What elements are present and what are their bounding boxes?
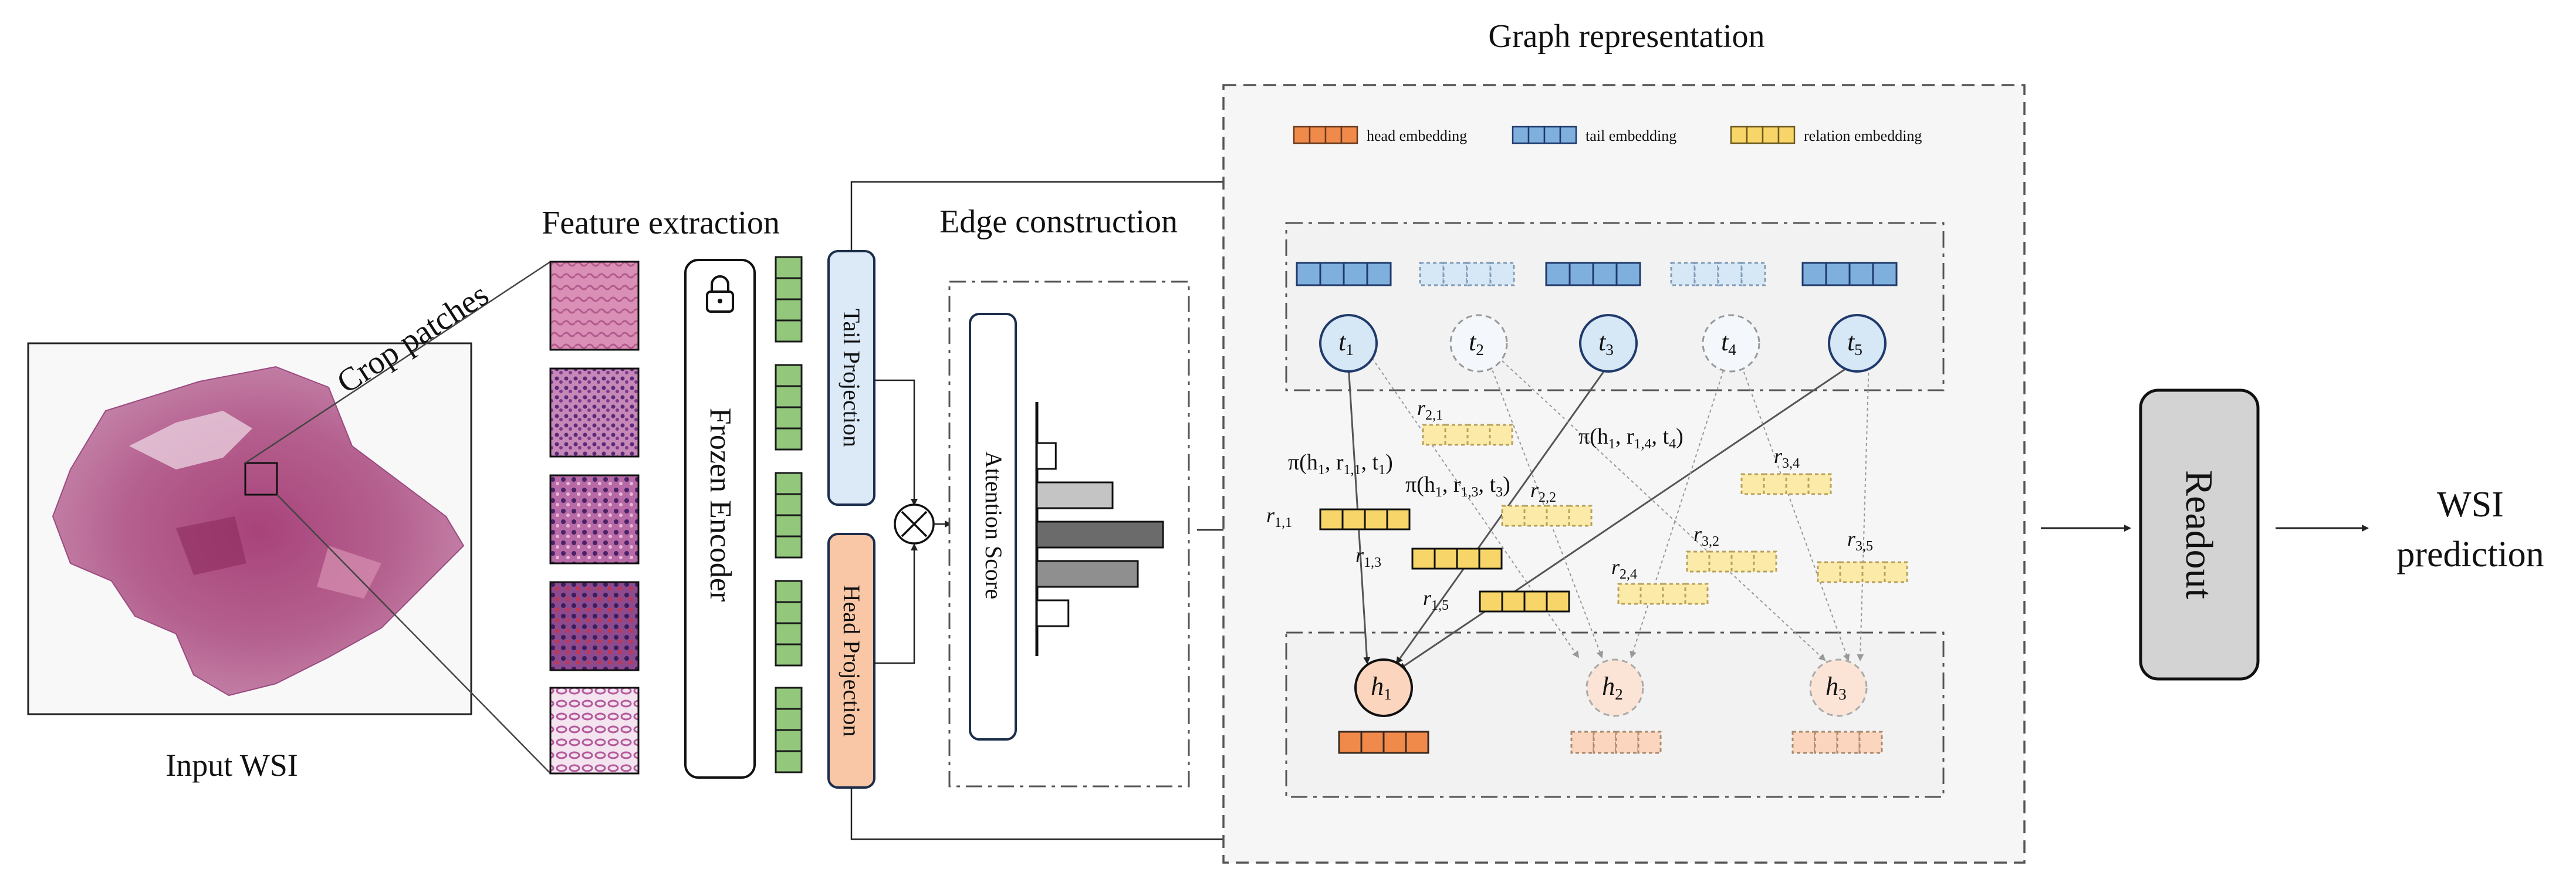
edge-construction-title: Edge construction	[939, 204, 1178, 240]
tail-projection-label: Tail Projection	[839, 309, 865, 447]
patch-column	[549, 261, 640, 775]
relation-r24[interactable]: r2,4	[1611, 555, 1709, 605]
relation-r34[interactable]: r3,4	[1740, 444, 1832, 495]
tail-node-t4[interactable]: t4	[1702, 314, 1760, 373]
feature-vector-5	[775, 687, 803, 773]
tail-node-t1[interactable]: t1	[1319, 314, 1378, 373]
relation-embedding-r34	[1740, 473, 1832, 495]
readout-block[interactable]: Readout	[2139, 388, 2260, 681]
wsi-prediction-label-line1: WSI	[2437, 485, 2504, 525]
head-embedding-2	[1570, 731, 1662, 754]
tail-embedding-4	[1670, 262, 1766, 286]
edge-construction-panel: Attention Score	[948, 281, 1190, 788]
head-projection-label: Head Projection	[839, 585, 865, 737]
input-wsi-label: Input WSI	[165, 748, 298, 783]
frozen-encoder-label: Frozen Encoder	[704, 408, 737, 602]
relation-embedding-r24	[1617, 583, 1709, 605]
pi-label-p2: π(h1, r1,3, t3)	[1405, 472, 1510, 500]
attention-score-label: Attention Score	[981, 451, 1007, 599]
feature-vector-1	[775, 256, 803, 343]
relation-embedding-r15	[1479, 590, 1570, 613]
attention-bar-5	[1036, 599, 1070, 627]
tail-node-t2[interactable]: t2	[1449, 314, 1508, 373]
head-embedding-1	[1338, 731, 1429, 754]
input-wsi-panel: Input WSI	[27, 342, 472, 783]
patch-2	[549, 367, 640, 458]
pi-label-p1: π(h1, r1,1, t1)	[1288, 450, 1393, 478]
attention-score-box	[969, 313, 1017, 741]
head-embedding-3	[1791, 731, 1883, 754]
patch-5	[549, 687, 640, 775]
attention-bar-3	[1036, 521, 1164, 549]
tail-node-t5[interactable]: t5	[1828, 314, 1887, 373]
attention-bar-4	[1036, 560, 1139, 588]
tail-embedding-2	[1419, 262, 1515, 286]
head-projection-block[interactable]: Head Projection	[827, 533, 875, 789]
relation-embedding-r32	[1686, 550, 1777, 573]
legend-relation-swatch	[1730, 126, 1796, 144]
attention-bar-2	[1036, 481, 1114, 509]
legend-tail-swatch	[1512, 126, 1577, 144]
legend-tail-label: tail embedding	[1586, 127, 1676, 144]
head-node-h3[interactable]: h3	[1809, 658, 1868, 717]
legend-relation-label: relation embedding	[1804, 127, 1922, 144]
graph-representation-title: Graph representation	[1488, 18, 1764, 55]
readout-label: Readout	[2178, 470, 2220, 599]
lock-icon	[706, 275, 734, 313]
patch-1	[549, 261, 640, 351]
pi-label-p3: π(h1, r1,4, t4)	[1578, 424, 1683, 452]
relation-embedding-r13	[1411, 548, 1503, 570]
tail-projection-block[interactable]: Tail Projection	[827, 250, 875, 506]
relation-r21[interactable]: r2,1	[1417, 396, 1513, 446]
legend-head-swatch	[1293, 126, 1358, 144]
node-h2-label: h2	[1602, 672, 1623, 703]
patch-4	[549, 581, 640, 671]
feature-vector-3	[775, 472, 803, 559]
relation-embedding-r35	[1817, 561, 1908, 583]
attention-bar-1	[1036, 442, 1057, 470]
tail-embedding-1	[1296, 262, 1392, 286]
patch-3	[549, 474, 640, 565]
relation-embedding-r22	[1501, 505, 1593, 527]
feature-vector-4	[775, 580, 803, 667]
tail-embedding-5	[1801, 262, 1898, 286]
readout-box[interactable]	[2139, 388, 2260, 681]
head-node-h1[interactable]: h1	[1354, 658, 1413, 717]
relation-r35[interactable]: r3,5	[1817, 527, 1908, 583]
tail-embedding-3	[1545, 262, 1641, 286]
head-node-h2[interactable]: h2	[1586, 658, 1644, 717]
feature-extraction-title: Feature extraction	[542, 205, 780, 241]
wsi-prediction-label-line2: prediction	[2396, 535, 2544, 575]
node-h3-label: h3	[1825, 672, 1847, 703]
relation-embedding-r21	[1422, 424, 1513, 446]
frozen-encoder-box	[684, 259, 756, 779]
tail-node-t3[interactable]: t3	[1579, 314, 1638, 373]
relation-embedding-r11	[1319, 508, 1411, 530]
multiply-operator-icon	[894, 503, 935, 545]
feature-vector-2	[775, 364, 803, 451]
legend-head-label: head embedding	[1367, 127, 1467, 144]
legend: head embedding tail embedding relation emb…	[1293, 126, 1922, 144]
feature-vectors	[775, 256, 803, 773]
crop-region-marker	[244, 462, 278, 496]
frozen-encoder-block: Frozen Encoder	[684, 259, 756, 779]
attention-bar-chart	[1036, 442, 1164, 627]
